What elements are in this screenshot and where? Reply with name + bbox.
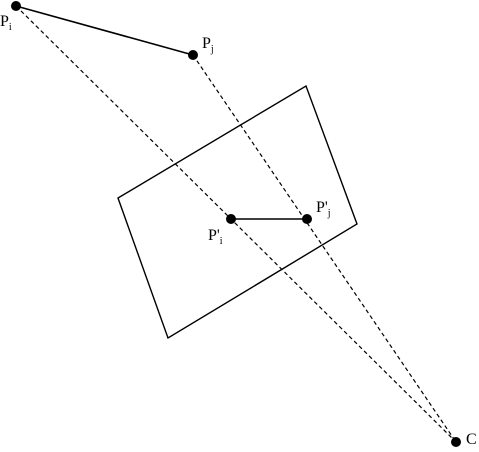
label-pj: Pj	[202, 35, 214, 55]
projection-ray-j	[192, 54, 457, 443]
label-pj-projected: P'j	[316, 199, 331, 219]
point-pj	[188, 50, 198, 60]
point-pi	[11, 1, 21, 11]
point-pi-projected	[226, 214, 236, 224]
label-pi: Pi	[0, 13, 12, 33]
label-pi-projected: P'i	[208, 227, 223, 247]
point-pj-projected	[302, 214, 312, 224]
image-plane	[117, 84, 358, 340]
label-camera-center: C	[466, 431, 477, 448]
segment-pi-pj	[15, 5, 194, 56]
point-camera-center	[451, 437, 461, 447]
projection-ray-i	[15, 5, 457, 443]
